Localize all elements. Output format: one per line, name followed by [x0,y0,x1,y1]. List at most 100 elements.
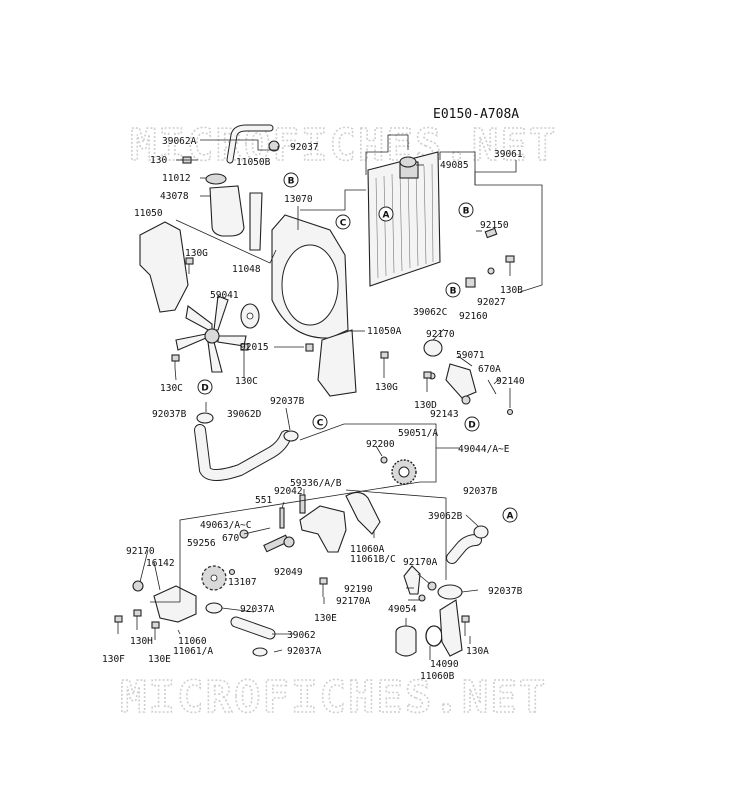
bypass-hose-39062 [230,616,276,640]
ref-marker-b-tank: B [283,172,299,188]
label-92049: 92049 [274,567,303,578]
nut-92015 [305,343,314,352]
bolt-130f [114,615,123,634]
pump-gear-59051 [391,459,417,485]
label-39062c: 39062C [413,307,447,318]
svg-text:C: C [340,219,347,229]
pin-92042 [299,494,306,514]
label-92170-lower: 92170 [126,546,155,557]
label-59256: 59256 [187,538,216,549]
label-92170a-upper: 92170A [403,557,438,568]
label-551: 551 [255,495,272,506]
pipe-92190 [403,565,421,595]
svg-text:A: A [507,512,514,522]
water-pump-housing-11060 [153,585,197,623]
ref-marker-b-radiator: B [458,202,474,218]
bolt-130g-lower [380,351,389,372]
label-92037a-upper: 92037A [240,604,275,615]
impeller-59256 [201,565,227,591]
bolt-130d [423,371,432,392]
ref-marker-a-hose: A [502,507,518,523]
label-670a: 670A [478,364,501,375]
ref-marker-d-thermostat: D [464,416,480,432]
part-labels: 39062A 92037 130 11050B 11012 43078 1105… [102,136,525,682]
label-670: 670 [222,533,239,544]
label-11060b: 11060B [420,671,455,682]
label-92037a-lower: 92037A [287,646,322,657]
label-39062: 39062 [287,630,316,641]
label-11061a: 11061/A [173,646,213,657]
svg-text:D: D [201,384,208,394]
pump-part-11060a [345,491,381,535]
clamp-92037a-upper [205,602,223,614]
leader-lines [139,134,543,660]
fan-shroud-opening [281,244,339,326]
bolt-92143 [461,395,471,405]
bracket-11050 [139,221,189,313]
radiator-cap-49085 [399,156,417,168]
bolt-130c-left [171,354,180,368]
label-130b: 130B [500,285,523,296]
label-92042: 92042 [274,486,303,497]
hose-39062b [446,534,482,564]
svg-text:B: B [450,287,457,297]
svg-text:C: C [317,419,324,429]
gasket-670a [487,379,497,395]
label-130d: 130D [414,400,437,411]
label-92037b-right: 92037B [463,486,498,497]
watermark-bottom: MICROFICHES.NET [120,672,547,723]
ref-marker-c-hose: C [312,414,328,430]
label-92150: 92150 [480,220,509,231]
label-130a: 130A [466,646,489,657]
seal-92049 [283,536,295,548]
label-39062d: 39062D [227,409,262,420]
washer-92027 [487,267,495,275]
bolt-130e-lower [151,621,160,640]
clamp-92037 [268,140,280,152]
bolt-92170a-lower [418,594,426,602]
bracket-11050b [249,192,263,251]
label-92015: 92015 [240,342,269,353]
svg-text:B: B [288,177,295,187]
label-13107: 13107 [228,577,257,588]
label-92200: 92200 [366,439,395,450]
label-92143: 92143 [430,409,459,420]
clamp-92037a-lower [252,647,268,657]
label-92160: 92160 [459,311,488,322]
watermark-top: MICROFICHES.NET [130,120,557,171]
clamp-92037b-left [196,412,214,424]
label-11061bc: 11061B/C [350,554,396,565]
label-14090: 14090 [430,659,459,670]
nut-92160 [465,277,476,288]
fan-coupling-11048 [240,303,260,329]
label-92170a-lower: 92170A [336,596,371,607]
bolt-130b [505,255,515,276]
svg-text:A: A [383,211,390,221]
water-pump-59336 [299,505,347,553]
ref-marker-b-nut: B [445,282,461,298]
svg-text:B: B [463,207,470,217]
label-13070: 13070 [284,194,313,205]
bolt-92170-lower [132,580,144,592]
bolt-130c-right [240,343,249,360]
bolt-92140 [506,408,514,416]
reserve-tank-cap-11012 [205,173,227,185]
thermostat-cover-59071 [445,363,477,399]
label-59071: 59071 [456,350,485,361]
shaft-551 [279,507,285,529]
label-49085: 49085 [440,160,469,171]
bolt-130e-center [319,577,328,597]
label-92140: 92140 [496,376,525,387]
label-92190: 92190 [344,584,373,595]
washer-670 [228,568,236,576]
bolt-130a [461,615,470,636]
label-11050: 11050 [134,208,163,219]
clamp-92037b-b [437,584,463,600]
label-59051: 59051/A [398,428,438,439]
label-92037: 92037 [290,142,319,153]
diagram-code: E0150-A708A [433,107,519,122]
ref-marker-c-shroud: C [335,214,351,230]
thermostat-housing-11060b [439,599,463,657]
label-39062b: 39062B [428,511,463,522]
bolt-130h [133,609,142,630]
